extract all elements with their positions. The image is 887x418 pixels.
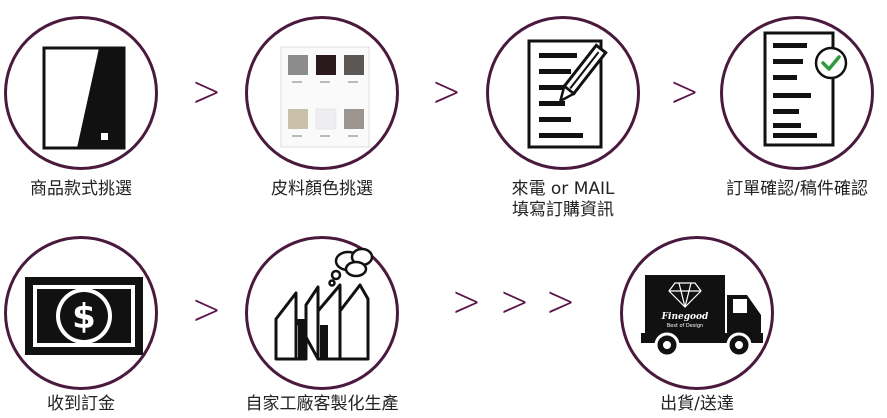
arrow-1: > (191, 66, 222, 117)
step-label: 商品款式挑選 (30, 179, 132, 199)
step-circle: $ (4, 236, 158, 390)
arrow-triple-3: > (545, 276, 576, 327)
step-circle (486, 16, 640, 170)
document-check-icon (763, 31, 848, 147)
step-production: 自家工廠客製化生產 (245, 236, 405, 416)
step-label: 皮料顏色挑選 (271, 179, 373, 199)
step-circle (245, 236, 399, 390)
step-circle (245, 16, 399, 170)
step-circle (720, 16, 874, 170)
truck-brand: Finegood (661, 312, 709, 322)
arrow-3: > (669, 66, 700, 117)
svg-text:$: $ (72, 297, 96, 337)
step-contact: 來電 or MAIL 填寫訂購資訊 (486, 16, 646, 220)
color-swatch-card-icon (280, 46, 370, 148)
arrow-triple-1: > (451, 276, 482, 327)
factory-icon (274, 247, 374, 361)
arrow-triple-2: > (499, 276, 530, 327)
step-deposit: $ 收到訂金 (4, 236, 164, 416)
step-label-line1: 來電 or MAIL (511, 179, 615, 199)
step-circle: Finegood Best of Design (620, 236, 774, 390)
arrow-2: > (431, 66, 462, 117)
step-label: 收到訂金 (47, 394, 115, 414)
diamond-logo (668, 282, 702, 308)
arrow-4: > (191, 284, 222, 335)
step-label-line2: 填寫訂購資訊 (512, 200, 614, 220)
delivery-truck-icon: Finegood Best of Design (641, 275, 763, 358)
step-shipping: Finegood Best of Design 出貨/送達 (620, 236, 780, 416)
money-bill-icon: $ (25, 277, 143, 355)
step-order-confirm: 訂單確認/稿件確認 (720, 16, 884, 201)
step-product-style: 商品款式挑選 (4, 16, 164, 201)
step-label: 訂單確認/稿件確認 (726, 179, 868, 199)
step-label: 自家工廠客製化生產 (245, 394, 399, 414)
step-label: 出貨/送達 (660, 394, 734, 414)
phone-case-icon (42, 46, 126, 150)
step-leather-color: 皮料顏色挑選 (245, 16, 405, 201)
form-pencil-icon (527, 39, 608, 149)
smoke (328, 247, 374, 287)
step-circle (4, 16, 158, 170)
truck-tagline: Best of Design (667, 323, 703, 329)
